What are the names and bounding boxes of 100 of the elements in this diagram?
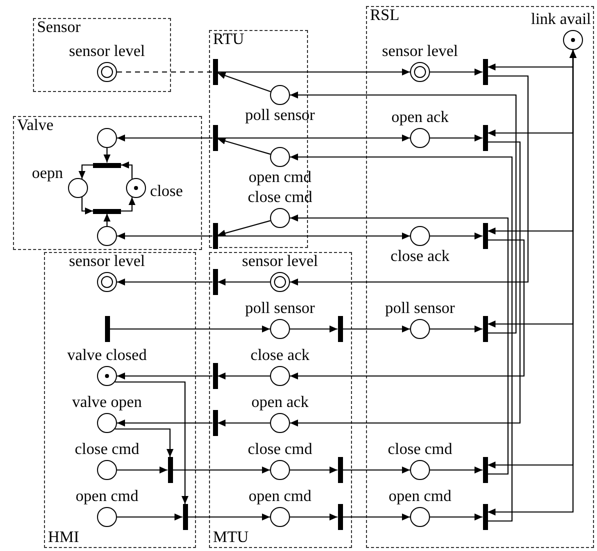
arc-arrow (217, 138, 271, 155)
place-label: poll sensor (245, 107, 315, 124)
arc-arrow (110, 326, 270, 332)
arc-arrow (115, 381, 188, 504)
place-label: close cmd (388, 441, 452, 458)
place-label: sensor level (242, 253, 318, 270)
arc-arrow (117, 232, 212, 240)
group-label: MTU (213, 529, 249, 547)
transition-bar (212, 410, 218, 436)
arc-arrow (81, 197, 93, 214)
place-label: poll sensor (385, 300, 455, 317)
place-label: close cmd (248, 441, 312, 458)
place-label: oepn (32, 165, 63, 182)
arc-arrow (290, 326, 338, 332)
group-label: RTU (213, 31, 244, 49)
place-label: open cmd (76, 488, 138, 505)
arc-arrow (117, 466, 168, 474)
dashed-group-box (44, 252, 196, 548)
arc-arrow (218, 372, 270, 380)
arc-arrow (430, 326, 482, 332)
arc-arrow (172, 466, 270, 474)
transition-bar (168, 457, 172, 483)
dashed-group-box (13, 116, 202, 250)
arc-arrow (217, 72, 271, 92)
place-label: sensor level (69, 253, 145, 270)
arc-arrow (217, 220, 271, 237)
arc-arrow (218, 134, 410, 142)
place-label: open ack (251, 394, 309, 411)
arc-arrow (342, 514, 410, 520)
transition-bar (212, 223, 218, 249)
transition-bar (212, 125, 218, 151)
arc-arrow (121, 162, 133, 179)
arc-arrow (290, 141, 521, 426)
place-label: close (150, 183, 183, 200)
place-label: close ack (390, 248, 450, 265)
dashed-group-box (33, 18, 171, 92)
arc-arrow (290, 75, 529, 286)
transition-bar (482, 223, 488, 249)
arc-arrow (117, 420, 212, 426)
place-label: link avail (531, 11, 591, 28)
arc-arrow (218, 232, 410, 240)
arc-arrow (188, 514, 270, 520)
arc-arrow (430, 514, 482, 520)
arc-arrow (117, 278, 212, 286)
transition-bar (212, 59, 218, 85)
arc-arrow (290, 214, 509, 475)
transition-bar (182, 504, 188, 530)
arc-arrow (117, 134, 212, 142)
dashed-group-box (366, 6, 594, 548)
arc-arrow (218, 278, 270, 286)
arc-arrow (430, 134, 482, 142)
place-label: close ack (250, 347, 310, 364)
place-label: open ack (391, 109, 449, 126)
transition-bar (212, 269, 218, 295)
group-label: HMI (48, 529, 80, 547)
transition-bar (93, 208, 121, 214)
place-label: sensor level (69, 43, 145, 60)
transition-bar (338, 457, 342, 483)
place-label: poll sensor (245, 300, 315, 317)
place-label: open cmd (388, 488, 452, 505)
arc-line (117, 71, 212, 73)
transition-bar (482, 125, 488, 151)
group-label: RSL (370, 7, 400, 25)
transition-bar (93, 162, 121, 168)
arc-arrow (430, 466, 482, 474)
transition-bar (338, 504, 342, 530)
group-label: Sensor (37, 19, 81, 37)
arc-arrow (430, 68, 482, 76)
transition-bar (212, 363, 218, 389)
dashed-group-box (209, 252, 352, 548)
transition-bar (482, 316, 488, 342)
arc-arrow (218, 420, 270, 426)
arc-arrow (218, 68, 410, 76)
arc-arrow (121, 197, 136, 212)
arc-arrow (115, 428, 174, 457)
transition-bar (482, 504, 488, 530)
arc-arrow (290, 514, 338, 520)
place-label: open cmd (248, 488, 312, 505)
transition-bar (482, 59, 488, 85)
group-label: Valve (17, 117, 54, 135)
place-label: valve closed (67, 347, 147, 364)
place-label: close cmd (248, 189, 312, 206)
arc-arrow (342, 466, 410, 474)
transition-bar (482, 457, 488, 483)
arc-arrow (104, 214, 110, 226)
arc-arrow (290, 154, 513, 522)
arc-arrow (117, 514, 182, 520)
arc-arrow (290, 239, 525, 380)
place-label: valve open (72, 394, 142, 411)
arc-arrow (342, 326, 410, 332)
place-label: sensor level (382, 43, 458, 60)
arc-arrow (78, 164, 93, 179)
arc-arrow (104, 148, 110, 162)
arc-arrow (290, 466, 338, 474)
transition-bar (104, 316, 110, 342)
place-label: close cmd (74, 441, 140, 458)
arc-arrow (117, 372, 212, 380)
place-label: open cmd (248, 169, 312, 186)
arc-arrow (430, 232, 482, 240)
transition-bar (338, 316, 342, 342)
